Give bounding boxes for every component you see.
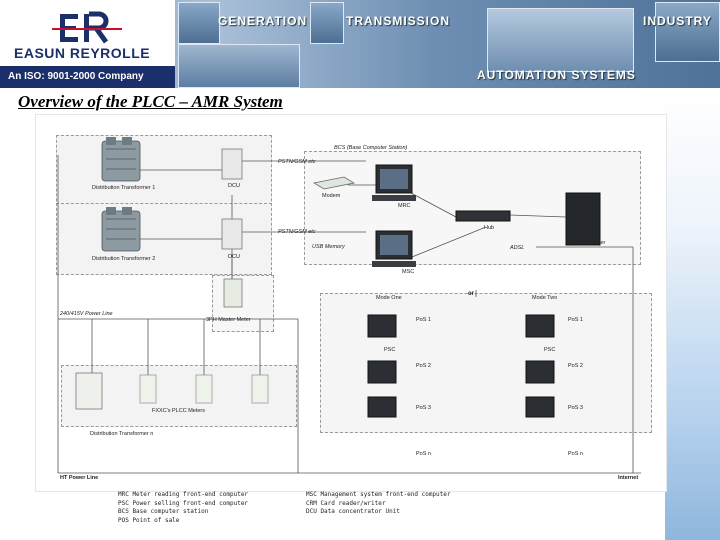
master-meter-icon <box>223 278 243 308</box>
modem-icon <box>312 176 356 190</box>
pos-2-left-icon <box>367 360 397 384</box>
pos-2-right-icon <box>525 360 555 384</box>
label-pos3-left: PoS 3 <box>416 405 431 411</box>
legend-mrc: MRC Meter reading front-end computer <box>118 491 249 498</box>
plcc-amr-diagram: Distribution Transformer 1 Distribution … <box>35 114 667 492</box>
decorative-side-background <box>665 88 720 540</box>
banner-photo-towers <box>178 44 300 88</box>
label-pstn-1: PSTN/GSM etc <box>278 159 316 165</box>
legend-dcu: DCU Data concentrator Unit <box>306 508 400 515</box>
banner-photo-generation <box>178 2 220 44</box>
label-mode-two: Mode Two <box>532 295 558 301</box>
company-logo-area: EASUN REYROLLE <box>0 0 175 66</box>
data-server-icon <box>565 192 601 246</box>
label-pos1-left: PoS 1 <box>416 317 431 323</box>
label-psc-right: PSC <box>544 347 556 353</box>
label-pos2-right: PoS 2 <box>568 363 583 369</box>
label-modem: Modem <box>322 193 341 199</box>
banner-word-generation: GENERATION <box>218 14 308 28</box>
label-posn-left: PoS n <box>416 451 431 457</box>
label-pos2-left: PoS 2 <box>416 363 431 369</box>
label-msc: MSC <box>402 269 415 275</box>
label-distribution-transformer-1: Distribution Transformer 1 <box>92 185 156 191</box>
pos-1-right-icon <box>525 314 555 338</box>
pos-3-right-icon <box>525 396 555 418</box>
banner-photo-transmission <box>310 2 344 44</box>
legend-msc: MSC Management system front-end computer <box>306 491 451 498</box>
msc-computer-icon <box>372 230 416 267</box>
mrc-computer-icon <box>372 164 416 201</box>
label-adsl: ADSL <box>510 245 525 251</box>
label-or: or <box>468 291 474 297</box>
label-pos3-right: PoS 3 <box>568 405 583 411</box>
plcc-meter-big-icon <box>75 372 103 410</box>
banner-word-transmission: TRANSMISSION <box>346 14 451 28</box>
diagram-connections <box>57 137 641 474</box>
legend-pos: POS Point of sale <box>118 516 180 524</box>
transformer-2-icon <box>101 207 141 252</box>
label-plcc-meters: FXXC's PLCC Meters <box>152 408 206 414</box>
legend-crm: CRM Card reader/writer <box>306 499 386 507</box>
company-name: EASUN REYROLLE <box>14 45 151 61</box>
legend-psc: PSC Power selling front-end computer <box>118 499 249 507</box>
dcu-1-icon <box>221 148 243 180</box>
label-bcs: BCS (Base Computer Station) <box>334 145 408 151</box>
banner-photo-control-room <box>487 8 634 72</box>
banner-word-industry: INDUSTRY <box>643 14 712 28</box>
easun-reyrolle-logo-icon <box>52 11 122 44</box>
label-ht-power-line: HT Power Line <box>60 475 99 481</box>
plcc-meter-4-icon <box>251 374 269 404</box>
plcc-meter-3-icon <box>195 374 213 404</box>
label-data-server: Data Server <box>576 240 606 246</box>
iso-text: An ISO: 9001-2000 Company <box>8 71 144 82</box>
iso-strip: An ISO: 9001-2000 Company <box>0 66 175 88</box>
label-dcu-1: DCU <box>228 183 240 189</box>
plcc-meter-2-icon <box>139 374 157 404</box>
master-meter-group <box>212 275 274 332</box>
legend-bcs: BCS Base computer station <box>118 508 209 515</box>
pos-1-left-icon <box>367 314 397 338</box>
label-distribution-transformer-n: Distribution Transformer n <box>90 431 154 437</box>
hub-icon <box>455 210 511 222</box>
label-dcu-2: DCU <box>228 254 240 260</box>
banner-photo-industry <box>655 2 720 62</box>
label-pos1-right: PoS 1 <box>568 317 583 323</box>
label-usb-memory: USB Memory <box>312 244 345 250</box>
label-mode-one: Mode One <box>376 295 402 301</box>
label-master-meter: 3PH Master Meter <box>206 317 251 323</box>
label-hub: Hub <box>484 225 495 231</box>
label-power-line: 240/415V Power Line <box>60 311 113 317</box>
label-pstn-2: PSTN/GSM etc <box>278 229 316 235</box>
pos-3-left-icon <box>367 396 397 418</box>
label-psc-left: PSC <box>384 347 396 353</box>
label-distribution-transformer-2: Distribution Transformer 2 <box>92 256 156 262</box>
label-internet: Internet <box>618 475 639 481</box>
transformer-1-icon <box>101 137 141 182</box>
dcu-2-icon <box>221 218 243 250</box>
label-posn-right: PoS n <box>568 451 583 457</box>
label-mrc: MRC <box>398 203 411 209</box>
banner-word-automation: AUTOMATION SYSTEMS <box>477 68 636 82</box>
page-title: Overview of the PLCC – AMR System <box>18 92 283 111</box>
header-banner: EASUN REYROLLE An ISO: 9001-2000 Company… <box>0 0 720 88</box>
